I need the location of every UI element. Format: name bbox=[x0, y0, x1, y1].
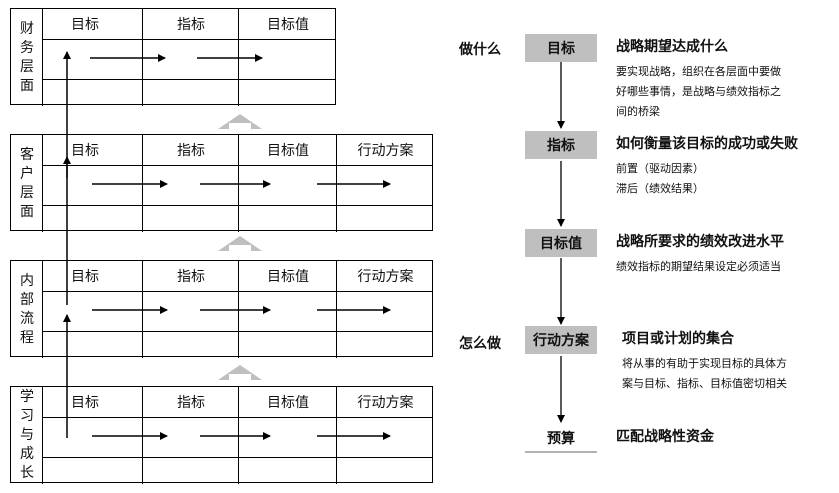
flow-description: 间的桥梁 bbox=[616, 105, 660, 118]
flow-box: 目标值 bbox=[525, 229, 597, 257]
label-divider bbox=[42, 135, 43, 232]
column-header: 目标值 bbox=[267, 17, 309, 33]
flow-box: 行动方案 bbox=[525, 326, 597, 354]
row-divider bbox=[42, 457, 433, 458]
flow-title: 如何衡量该目标的成功或失败 bbox=[616, 136, 798, 152]
flow-description: 绩效指标的期望结果设定必须适当 bbox=[616, 260, 781, 273]
layer-label: 内部流程 bbox=[20, 272, 34, 346]
column-header: 目标 bbox=[71, 17, 99, 33]
row-divider bbox=[42, 79, 336, 80]
flow-description: 将从事的有助于实现目标的具体方 bbox=[622, 357, 787, 370]
column-header: 指标 bbox=[177, 17, 205, 33]
row-divider bbox=[42, 39, 336, 40]
flow-title: 战略所要求的绩效改进水平 bbox=[616, 234, 784, 250]
layer-table: 客户层面 目标 指标 目标值 行动方案 bbox=[10, 134, 433, 232]
up-arrow-1 bbox=[218, 114, 262, 129]
layer-table: 内部流程 目标 指标 目标值 行动方案 bbox=[10, 260, 433, 358]
column-header: 目标值 bbox=[267, 395, 309, 411]
column-header: 目标值 bbox=[267, 143, 309, 159]
flow-description: 前置（驱动因素） bbox=[616, 162, 704, 175]
row-divider bbox=[42, 291, 433, 292]
flow-box: 预算 bbox=[547, 431, 575, 447]
row-divider bbox=[42, 205, 433, 206]
column-header: 目标 bbox=[71, 395, 99, 411]
what-label: 做什么 bbox=[459, 42, 501, 58]
layer-label: 客户层面 bbox=[20, 146, 34, 220]
column-header: 目标 bbox=[71, 269, 99, 285]
row-divider bbox=[42, 165, 433, 166]
column-header: 指标 bbox=[177, 143, 205, 159]
row-divider bbox=[42, 417, 433, 418]
column-header: 指标 bbox=[177, 395, 205, 411]
flow-description: 好哪些事情，是战略与绩效指标之 bbox=[616, 85, 781, 98]
flow-box: 目标 bbox=[525, 34, 597, 62]
how-label: 怎么做 bbox=[459, 336, 501, 352]
layer-table: 学习与成长 目标 指标 目标值 行动方案 bbox=[10, 386, 433, 484]
column-header: 行动方案 bbox=[357, 143, 414, 159]
flow-title: 战略期望达成什么 bbox=[616, 39, 728, 55]
flow-title: 项目或计划的集合 bbox=[622, 331, 734, 347]
layer-label: 学习与成长 bbox=[20, 389, 34, 481]
flow-description: 滞后（绩效结果） bbox=[616, 182, 704, 195]
up-arrow-2 bbox=[218, 236, 262, 251]
column-header: 指标 bbox=[177, 269, 205, 285]
label-divider bbox=[42, 387, 43, 484]
flow-description: 案与目标、指标、目标值密切相关 bbox=[622, 377, 787, 390]
layer-label: 财务层面 bbox=[20, 20, 34, 94]
column-header: 行动方案 bbox=[357, 269, 414, 285]
column-header: 目标 bbox=[71, 143, 99, 159]
flow-description: 要实现战略，组织在各层面中要做 bbox=[616, 65, 781, 78]
row-divider bbox=[42, 331, 433, 332]
flow-box: 指标 bbox=[525, 131, 597, 159]
up-arrow-3 bbox=[218, 365, 262, 380]
column-header: 目标值 bbox=[267, 269, 309, 285]
column-header: 行动方案 bbox=[357, 395, 414, 411]
flow-title: 匹配战略性资金 bbox=[616, 429, 714, 445]
label-divider bbox=[42, 9, 43, 106]
label-divider bbox=[42, 261, 43, 358]
